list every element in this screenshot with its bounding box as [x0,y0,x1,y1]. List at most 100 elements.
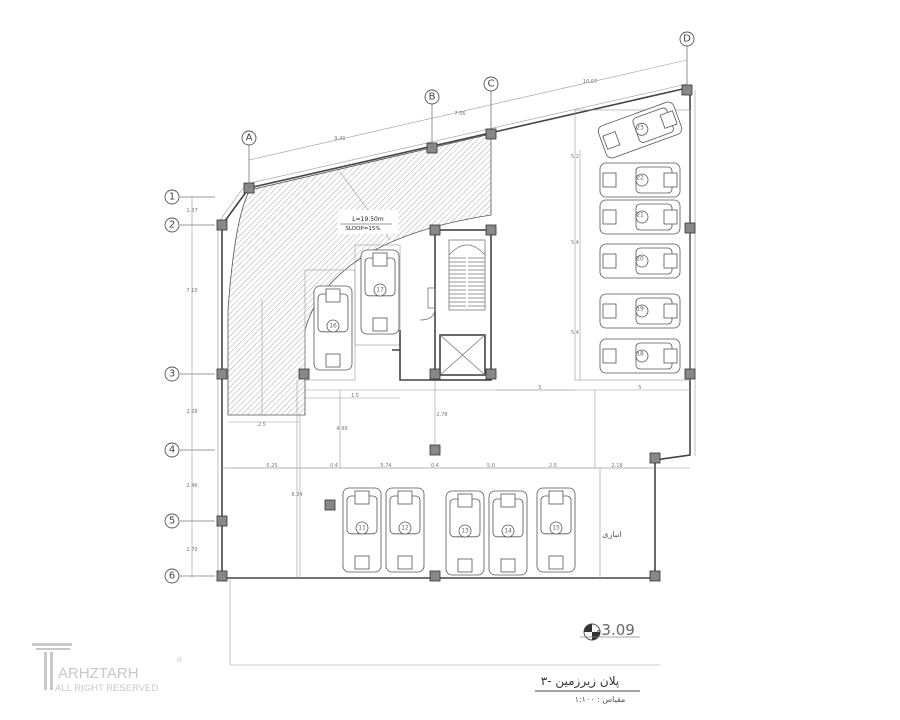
grid-row-bubble [164,217,180,233]
structural-column [216,219,228,231]
parking-number: 18 [636,351,644,358]
parking-number: 15 [552,525,560,532]
dim: 5.0 [487,463,495,469]
dim: 2.28 [186,409,197,415]
dim: 7.56 [454,111,465,117]
registered-mark: ® [176,656,183,664]
structural-column [216,515,228,527]
stair-core [392,229,492,381]
dim: 5.25 [266,463,277,469]
grid-row-label: 1 [169,192,175,203]
parking-number: 20 [636,256,644,263]
grid-row-label: 2 [169,220,175,231]
structural-column [216,570,228,582]
grid-col-label: C [488,79,495,90]
dim: 2.5 [549,463,557,469]
dimension-labels: 9.41 7.56 10.07 1.37 7.10 2.28 2.46 2.70… [186,79,641,553]
parking-number: 12 [401,525,409,532]
parking-car: 20 [599,243,681,279]
storage-label: انباری [602,530,621,539]
dim: 5.74 [380,463,391,469]
dimensions [191,59,690,578]
ramp-label-bg [338,210,398,234]
dim: 1.5 [351,393,359,399]
ramp-slope: SLOOP=15% [345,226,380,232]
structural-column [684,222,696,234]
parking-spaces: 23 22 21 20 19 18 17 16 11 12 13 14 15 [313,101,683,576]
structural-column [429,444,441,456]
grid-col-bubble [424,89,440,105]
dim: 1.37 [186,208,197,214]
structural-column [684,368,696,380]
structural-column [298,368,310,380]
parking-car: 14 [488,490,528,576]
structural-column [485,368,497,380]
structural-column [429,224,441,236]
parking-car: 18 [599,338,681,374]
parking-number: 11 [358,525,366,532]
dim: 5.4 [571,240,579,246]
dim: 2.5 [258,422,266,428]
grid-row-bubble [164,513,180,529]
parking-car: 13 [445,490,485,576]
dim: 5.2 [571,154,579,160]
drawing-scale: مقیاس : ۱:۱۰۰ [575,695,626,704]
dim: 7.10 [186,288,197,294]
parking-number: 23 [636,125,644,132]
parking-car: 16 [313,285,353,371]
dim: 0.4 [431,463,439,469]
parking-car: 23 [597,101,683,159]
ramp-length: L=19.50m [352,216,384,223]
parking-number: 22 [636,175,644,182]
grid-col-bubble [241,130,257,146]
structural-column [485,224,497,236]
grid-row-label: 5 [169,516,175,527]
structural-column [216,368,228,380]
grid-col-label: A [246,133,253,144]
dim: 2.46 [186,483,197,489]
parking-number: 13 [461,528,469,535]
dim: 2.78 [436,412,447,418]
parking-number: 16 [329,323,337,330]
grid-row-label: 3 [169,369,175,380]
dim: 5.4 [571,330,579,336]
grid-row-bubble [164,366,180,382]
dim: 2.70 [186,547,197,553]
grid-row-bubble [164,568,180,584]
parking-car: 12 [385,487,425,573]
watermark-brand: ARHZTARH [58,665,139,682]
grid-col-bubble [483,76,499,92]
drawing-title: پلان زیرزمین -۳ [541,674,619,689]
elevator [439,334,486,376]
structural-column [429,570,441,582]
parking-number: 14 [504,528,512,535]
columns [216,84,696,582]
watermark-logo: ARHZTARH ® ALL RIGHT RESERVED [32,643,183,694]
dim: 10.07 [583,79,597,85]
dim: 2.18 [611,463,622,469]
parking-car: 19 [599,293,681,329]
grid-col-label: B [429,92,436,103]
grid-row-bubble [164,442,180,458]
parking-car: 15 [536,487,576,573]
parking-number: 19 [636,306,644,313]
structural-column [429,368,441,380]
parking-car: 11 [342,487,382,573]
structural-column [324,499,336,511]
grid-col-bubble [679,31,695,47]
structural-column [649,452,661,464]
parking-number: 21 [636,212,644,219]
grid-row-label: 4 [169,445,175,456]
structural-column [649,570,661,582]
dim: 9.41 [334,136,345,142]
watermark-rights: ALL RIGHT RESERVED [55,683,158,694]
elevation-value: -3.09 [596,621,635,639]
dim: 8.24 [291,492,302,498]
elevation-marker: -3.09 [580,621,640,641]
parking-number: 17 [376,287,384,294]
ramp [227,133,492,416]
grid-row-label: 6 [169,571,175,582]
parking-car: 22 [599,162,681,198]
